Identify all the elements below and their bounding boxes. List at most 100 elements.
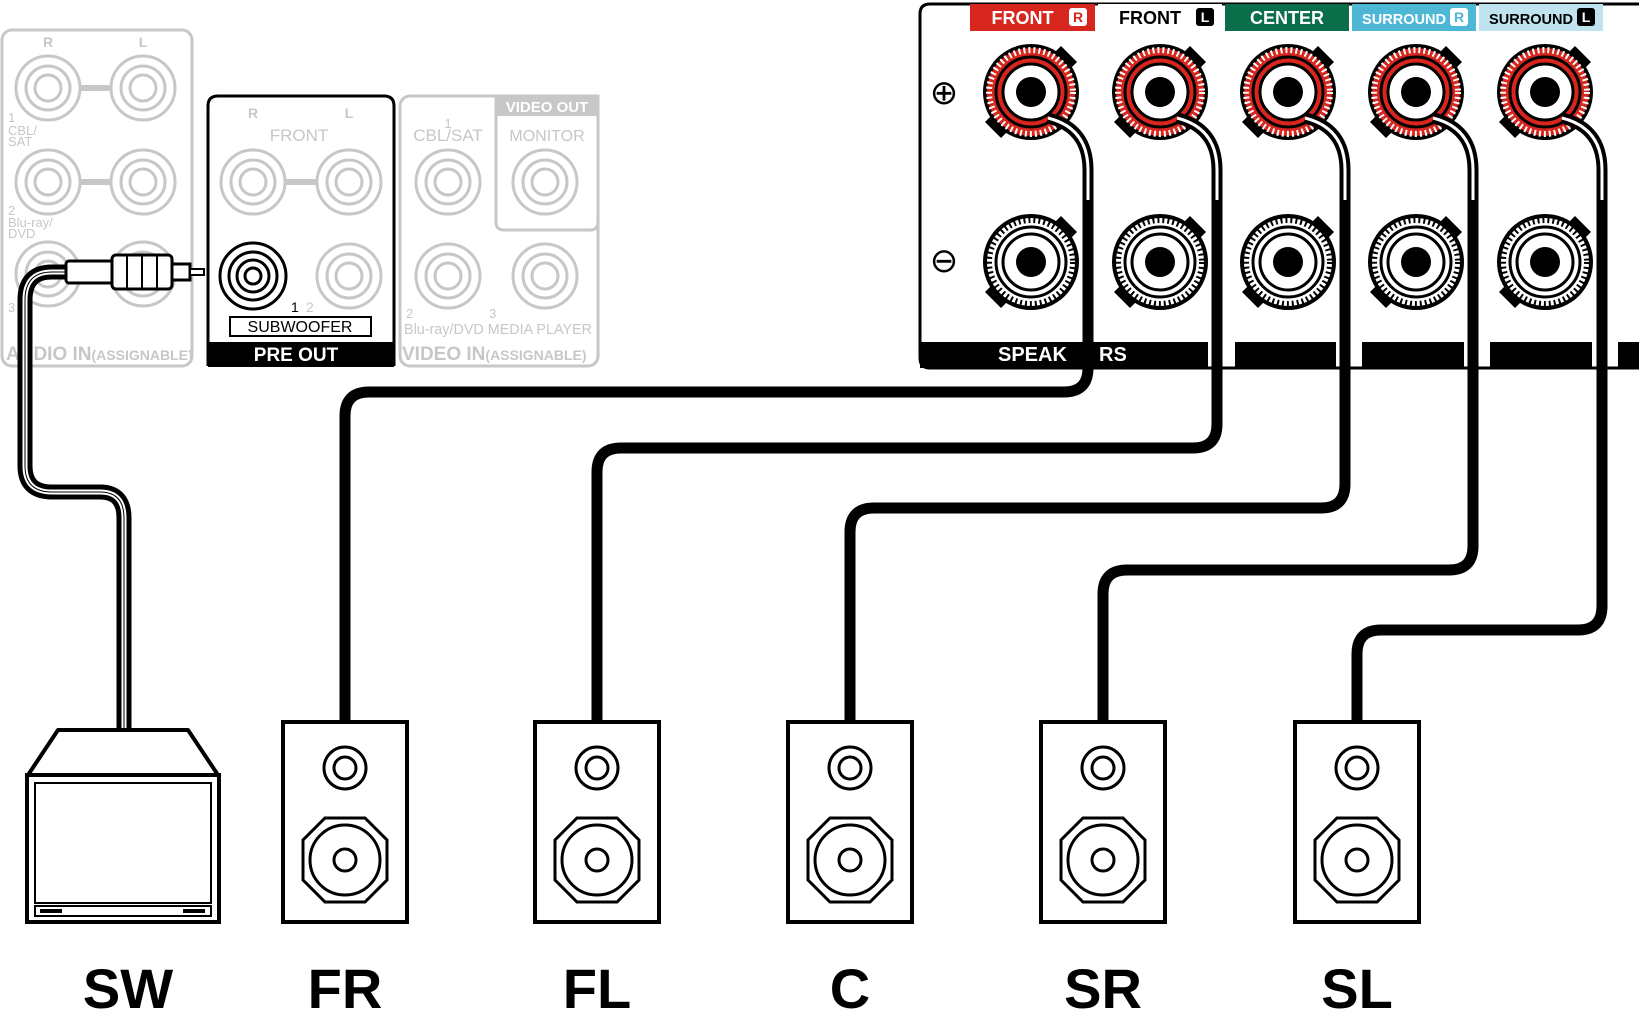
pre-out-front-r-jack[interactable] <box>219 148 287 216</box>
speaker-wire-core-1 <box>1176 116 1219 200</box>
speaker-footer-bar-0 <box>920 342 1208 368</box>
audio-in-row1-line2: SAT <box>8 134 32 149</box>
channel-badge-1 <box>1196 8 1214 26</box>
channel-label-1: FRONT <box>1119 8 1181 28</box>
pre-out-front-l-jack[interactable] <box>315 148 383 216</box>
speaker-wire-core-2 <box>1304 116 1347 200</box>
pre-out-l-label: L <box>345 105 354 121</box>
channel-badge-4 <box>1577 8 1595 26</box>
speaker-wire-core-3 <box>1432 116 1475 200</box>
video-in-footer-sub: (ASSIGNABLE) <box>485 347 586 363</box>
audio-in-l-label: L <box>139 34 148 50</box>
channel-label-0: FRONT <box>992 8 1054 28</box>
speaker-terminal-neg-2[interactable] <box>1240 214 1336 310</box>
audio-in-r-label: R <box>43 34 53 50</box>
subwoofer-speaker <box>25 728 221 924</box>
speaker-labels: SW FR FL C SR SL <box>83 957 1393 1020</box>
channel-badge-3 <box>1450 8 1468 26</box>
audio-in-row2-line2: DVD <box>8 226 35 241</box>
channel-badge-0 <box>1069 8 1087 26</box>
audio-in-panel: R L 1 CBL/ SAT 2 Blu-ray/ DVD 3 AUDIO IN… <box>0 28 194 368</box>
channel-label-2: CENTER <box>1250 8 1324 28</box>
video-in-2-num: 2 <box>406 306 413 321</box>
video-in-bottom-label: Blu-ray/DVD MEDIA PLAYER <box>404 321 592 338</box>
pre-out-front-label: FRONT <box>270 126 329 145</box>
audio-in-jack-1l[interactable] <box>109 54 177 122</box>
bookshelf-speaker-1 <box>533 720 661 924</box>
plus-symbol: ⊕ <box>930 74 959 112</box>
video-in-3-jack[interactable] <box>511 242 579 310</box>
pre-out-front-link <box>285 179 317 185</box>
rca-plug <box>64 253 205 291</box>
subwoofer-label: SUBWOOFER <box>248 319 353 336</box>
speaker-label-c: C <box>830 957 870 1020</box>
subwoofer-1-num: 1 <box>291 299 299 315</box>
speaker-terminal-neg-4[interactable] <box>1497 214 1593 310</box>
speaker-footer <box>920 342 1639 368</box>
audio-in-link-2 <box>80 179 111 185</box>
subwoofer-cable <box>17 264 132 730</box>
subwoofer-cable-line <box>17 264 132 730</box>
channel-badge-text-0: R <box>1073 9 1083 25</box>
audio-in-row1-num: 1 <box>8 110 15 125</box>
audio-in-jack-1r[interactable] <box>14 54 82 122</box>
pre-out-frame <box>206 94 396 366</box>
monitor-out-jack[interactable] <box>511 148 579 216</box>
speaker-label-sw: SW <box>83 957 173 1020</box>
pre-out-footer-bar <box>208 342 394 367</box>
audio-in-frame <box>0 28 194 368</box>
video-out-header-bar <box>496 96 598 116</box>
speaker-wire-core-0 <box>1047 116 1090 200</box>
channel-label-3: SURROUND <box>1362 11 1446 28</box>
speaker-wire-core-4 <box>1561 116 1604 200</box>
speaker-label-fl: FL <box>563 957 631 1020</box>
bookshelf-speaker-0 <box>281 720 409 924</box>
speaker-label-fr: FR <box>308 957 383 1020</box>
video-out-header: VIDEO OUT <box>506 99 589 116</box>
subwoofer-1-jack[interactable] <box>218 241 288 311</box>
speakers-footer-right: RS <box>1099 344 1127 366</box>
speaker-terminal-pos-1[interactable] <box>1112 44 1208 140</box>
speaker-wires <box>339 112 1608 722</box>
speaker-terminal-neg-3[interactable] <box>1368 214 1464 310</box>
minus-symbol: ⊖ <box>930 242 959 280</box>
video-in-2-jack[interactable] <box>414 242 482 310</box>
audio-in-row2-line1: Blu-ray/ <box>8 215 53 230</box>
channel-badge-text-4: L <box>1582 9 1591 25</box>
channel-label-4: SURROUND <box>1489 11 1573 28</box>
bookshelf-speaker-4 <box>1293 720 1421 924</box>
audio-in-jack-2r[interactable] <box>14 148 82 216</box>
speaker-footer-bar-2 <box>1362 342 1464 368</box>
audio-in-footer: AUDIO IN(ASSIGNABLE) <box>6 344 193 365</box>
speaker-label-sr: SR <box>1064 957 1142 1020</box>
audio-in-jack-2l[interactable] <box>109 148 177 216</box>
pre-out-panel: R L FRONT 1 2 SUBWOOFER PRE OUT <box>206 94 396 367</box>
bookshelf-speaker-3 <box>1039 720 1167 924</box>
bookshelf-speaker-2 <box>786 720 914 924</box>
audio-in-row2-num: 2 <box>8 203 15 218</box>
audio-in-link-1 <box>80 85 111 91</box>
video-in-1-label: CBL/SAT <box>413 126 483 145</box>
speaker-footer-bar-1 <box>1235 342 1336 368</box>
video-in-1-num: 1 <box>444 116 451 131</box>
speakers-footer-left: SPEAK <box>998 344 1067 366</box>
pre-out-r-label: R <box>248 105 258 121</box>
video-in-3-num: 3 <box>489 306 496 321</box>
speaker-label-sl: SL <box>1321 957 1393 1020</box>
video-panel: VIDEO OUT 1 CBL/SAT MONITOR 2 3 Blu-ray/… <box>398 94 600 368</box>
monitor-label: MONITOR <box>509 128 584 145</box>
subwoofer-cable-center <box>24 271 125 730</box>
subwoofer-2-jack[interactable] <box>315 242 383 310</box>
speaker-terminal-neg-1[interactable] <box>1112 214 1208 310</box>
subwoofer-label-box <box>229 316 372 337</box>
audio-in-footer-sub: (ASSIGNABLE) <box>92 347 193 363</box>
speaker-footer-bar-4 <box>1618 342 1639 368</box>
speaker-terminal-neg-0[interactable] <box>983 214 1079 310</box>
video-in-footer: VIDEO IN(ASSIGNABLE) <box>402 344 587 365</box>
audio-in-row1-line1: CBL/ <box>8 123 37 138</box>
video-in-1-jack[interactable] <box>414 148 482 216</box>
channel-tab-2 <box>1225 4 1349 31</box>
